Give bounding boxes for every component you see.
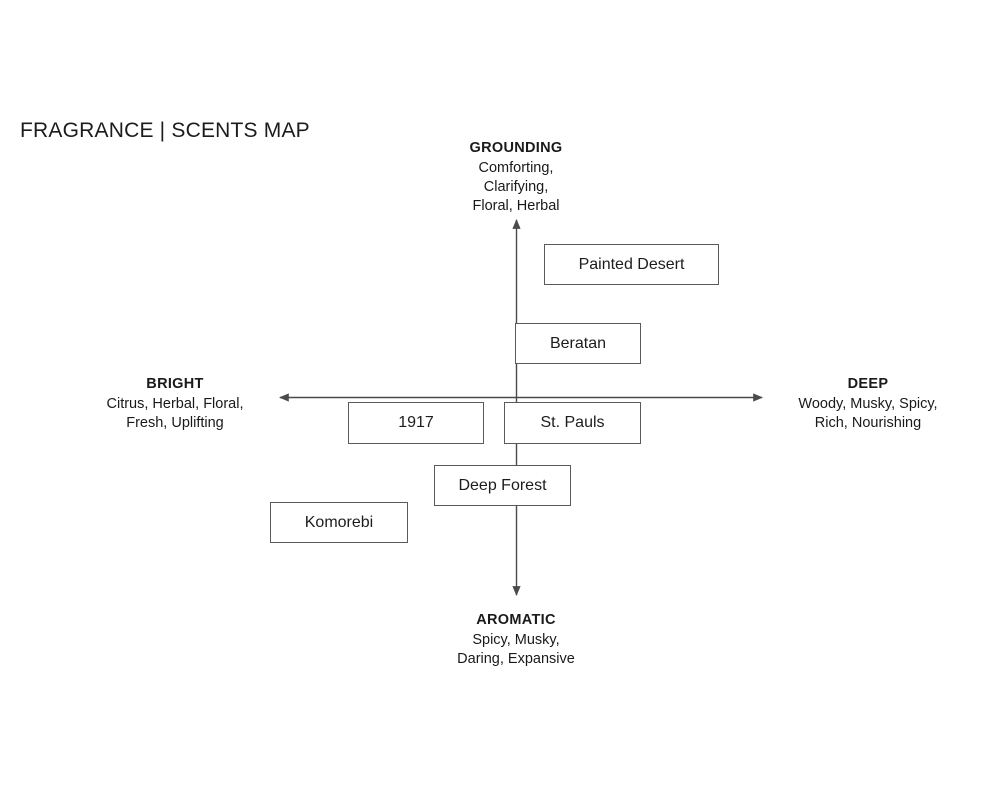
axis-label-deep-line1: Woody, Musky, Spicy,: [798, 396, 938, 412]
scent-box-label: Deep Forest: [458, 476, 547, 494]
axis-label-aromatic-line2: Daring, Expansive: [457, 651, 575, 667]
axis-label-grounding-line2: Clarifying,: [483, 179, 549, 195]
axis-label-bright: BRIGHT Citrus, Herbal, Floral, Fresh, Up…: [75, 375, 275, 433]
axis-label-deep-title: DEEP: [847, 376, 889, 392]
axis-label-aromatic-line1: Spicy, Musky,: [472, 632, 560, 648]
scent-box[interactable]: 1917: [348, 402, 484, 444]
scent-box-label: St. Pauls: [540, 414, 605, 431]
axis-label-grounding-title: GROUNDING: [469, 140, 563, 156]
scent-box-label: 1917: [398, 414, 434, 431]
axis-label-aromatic: AROMATIC Spicy, Musky, Daring, Expansive: [406, 611, 626, 669]
axis-label-deep-line2: Rich, Nourishing: [814, 415, 922, 431]
axis-label-aromatic-title: AROMATIC: [476, 612, 556, 628]
scent-box[interactable]: Beratan: [515, 323, 641, 364]
scent-box-label: Beratan: [549, 334, 607, 352]
axis-label-grounding-line3: Floral, Herbal: [472, 198, 560, 214]
page-title: FRAGRANCE | SCENTS MAP: [20, 119, 310, 142]
axis-label-bright-line1: Citrus, Herbal, Floral,: [106, 396, 244, 412]
axis-label-deep: DEEP Woody, Musky, Spicy, Rich, Nourishi…: [768, 375, 968, 433]
axis-label-grounding-line1: Comforting,: [478, 160, 554, 176]
axis-label-bright-line2: Fresh, Uplifting: [126, 415, 224, 431]
axis-label-bright-title: BRIGHT: [146, 376, 204, 392]
scent-box[interactable]: St. Pauls: [504, 402, 641, 444]
axis-label-grounding: GROUNDING Comforting, Clarifying, Floral…: [406, 139, 626, 216]
scent-box-label: Komorebi: [304, 513, 374, 531]
scent-box[interactable]: Deep Forest: [434, 465, 571, 506]
scent-box-label: Painted Desert: [578, 255, 685, 273]
scent-box[interactable]: Painted Desert: [544, 244, 719, 285]
scent-box[interactable]: Komorebi: [270, 502, 408, 543]
